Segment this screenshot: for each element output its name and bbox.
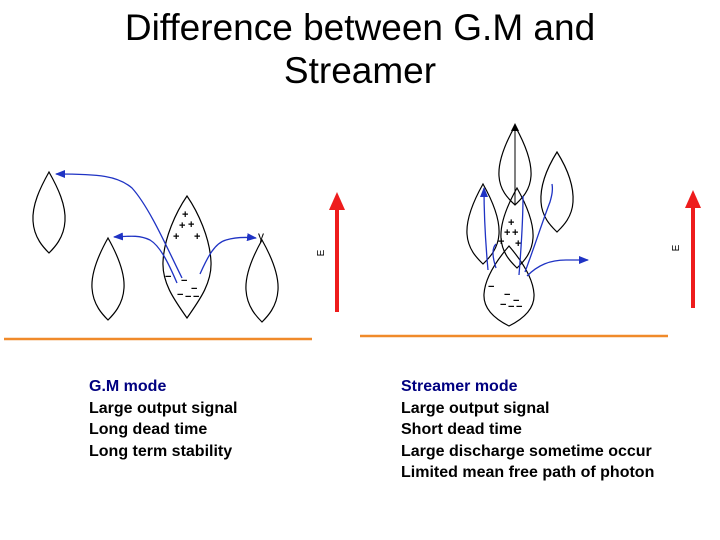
photon-path (492, 243, 497, 269)
negative-charge: − (516, 301, 522, 313)
positive-charge: + (182, 209, 188, 221)
negative-charge: − (488, 281, 494, 293)
streamer-mode-line: Large output signal (401, 399, 550, 417)
negative-charge: − (508, 301, 514, 313)
photon-path (55, 170, 183, 279)
field-label: E (671, 244, 682, 251)
field-label: E (316, 249, 327, 256)
field-arrow-icon (685, 190, 701, 208)
streamer-drop (500, 186, 534, 269)
streamer-drop (466, 182, 500, 265)
avalanche-drop (32, 170, 66, 254)
streamer-mode-description: Streamer mode Large output signal Short … (401, 376, 654, 484)
negative-charge: − (504, 289, 510, 301)
negative-charge: − (185, 291, 191, 303)
streamer-mode-diagram: + + + + + − − − − − − E (360, 123, 701, 338)
negative-charge: − (500, 299, 506, 311)
gm-mode-heading: G.M mode (89, 378, 167, 395)
gm-mode-line: Long dead time (89, 421, 208, 439)
streamer-mode-line: Large discharge sometime occur (401, 442, 652, 460)
positive-charge: + (512, 227, 518, 239)
negative-charge: − (181, 275, 187, 287)
streamer-mode-line: Limited mean free path of photon (401, 464, 655, 482)
photon-path (113, 232, 178, 284)
negative-charge: − (513, 295, 519, 307)
positive-charge: + (173, 231, 179, 243)
photon-path (480, 187, 489, 271)
streamer-mode-heading: Streamer mode (401, 378, 518, 395)
positive-charge: + (504, 227, 510, 239)
gamma-label: γ (258, 229, 264, 243)
gm-mode-line: Large output signal (89, 399, 238, 417)
photon-path (526, 256, 589, 277)
avalanche-drop (91, 236, 125, 321)
negative-charge: − (165, 271, 171, 283)
positive-charge: + (508, 217, 514, 229)
positive-charge: + (498, 236, 504, 248)
streamer-mode-line: Short dead time (401, 421, 522, 439)
positive-charge: + (194, 231, 200, 243)
negative-charge: − (177, 289, 183, 301)
streamer-drop (540, 150, 574, 233)
slide-title: Difference between G.M and Streamer (0, 6, 720, 92)
gm-mode-line: Long term stability (89, 442, 233, 460)
positive-charge: + (179, 220, 185, 232)
field-arrow-icon (329, 192, 345, 210)
negative-charge: − (193, 291, 199, 303)
gm-mode-description: G.M mode Large output signal Long dead t… (89, 376, 237, 462)
streamer-avalanche (483, 245, 535, 327)
primary-avalanche (162, 194, 212, 320)
title-line-1: Difference between G.M and (124, 7, 596, 48)
photon-path (199, 233, 257, 275)
positive-charge: + (515, 238, 521, 250)
positive-charge: + (188, 219, 194, 231)
avalanche-drop (245, 238, 279, 323)
negative-charge: − (191, 283, 197, 295)
photon-path (518, 195, 524, 276)
photon-path (524, 183, 554, 273)
title-line-2: Streamer (283, 50, 437, 91)
gm-mode-diagram: + + + + + − − − − − − γ E (4, 170, 345, 341)
